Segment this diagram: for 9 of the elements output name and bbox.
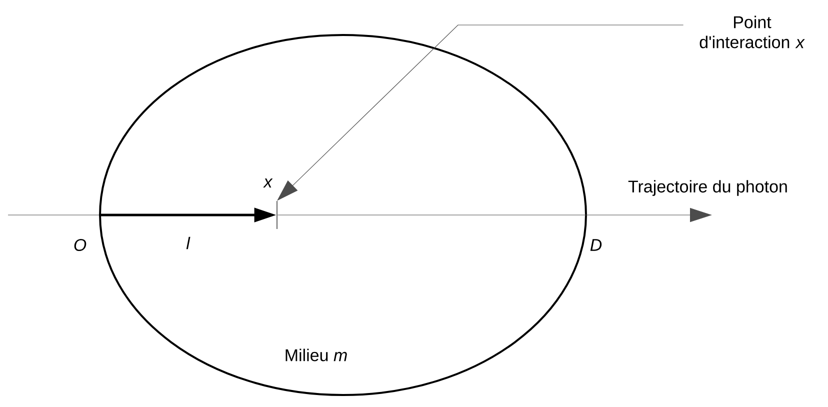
point-label: x — [263, 178, 273, 188]
point-label: O — [74, 238, 86, 252]
edge-label: l — [186, 236, 190, 250]
interaction-tick — [276, 201, 278, 229]
callout-text: Point d'interaction x — [700, 16, 805, 48]
medium-label: Milieu m — [286, 348, 347, 362]
point-label: D — [590, 239, 602, 251]
edge-label: Trajectoire du photon — [628, 180, 787, 196]
photon-path — [8, 214, 100, 216]
